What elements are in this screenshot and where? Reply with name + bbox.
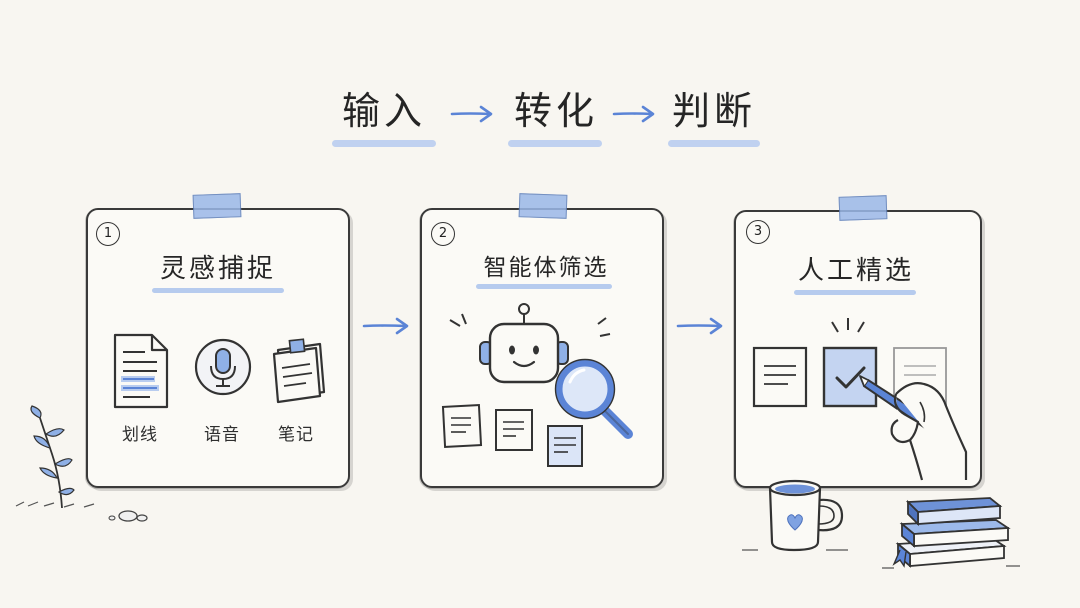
step-number-badge: 1 <box>96 222 120 246</box>
step-number-badge: 3 <box>746 220 770 244</box>
tape-decoration <box>838 195 888 221</box>
arrow-right-icon <box>362 317 409 335</box>
tape-decoration <box>518 193 568 219</box>
step-title-judge: 判断 <box>671 89 756 133</box>
note-cards-icon <box>441 404 583 467</box>
plant-sprout-icon <box>30 405 75 509</box>
arrow-right-icon <box>676 317 723 335</box>
step-title-transform: 转化 <box>513 89 598 133</box>
step-title-transform-underline <box>508 140 602 147</box>
sparkle-icon <box>831 318 865 333</box>
item-label-highlight: 划线 <box>122 425 158 445</box>
robot-icon <box>449 303 611 384</box>
card-title-underline <box>476 284 612 289</box>
ground-sketch <box>15 501 148 522</box>
card-title: 人工精选 <box>797 256 914 286</box>
microphone-icon <box>194 338 252 396</box>
card-title: 灵感捕捉 <box>159 254 276 284</box>
card-title-underline <box>794 290 916 295</box>
magnifier-icon <box>554 358 633 439</box>
book-stack-icon <box>882 497 1020 569</box>
arrow-right-icon <box>612 105 655 123</box>
arrow-right-icon <box>450 105 493 123</box>
document-highlight-icon <box>113 333 169 409</box>
item-label-voice: 语音 <box>204 425 240 445</box>
coffee-mug-icon <box>742 479 848 552</box>
tape-decoration <box>192 193 242 219</box>
step-number-badge: 2 <box>431 222 455 246</box>
step-title-input: 输入 <box>341 89 426 133</box>
checked-card-icon <box>822 346 878 408</box>
card-title: 智能体筛选 <box>483 255 609 281</box>
sticky-note-icon <box>272 338 326 404</box>
item-label-notes: 笔记 <box>278 425 314 445</box>
note-card-icon <box>752 346 808 408</box>
step-title-judge-underline <box>668 140 760 147</box>
hand-pen-icon <box>859 375 968 481</box>
step-title-input-underline <box>332 140 436 147</box>
card-title-underline <box>152 288 284 293</box>
